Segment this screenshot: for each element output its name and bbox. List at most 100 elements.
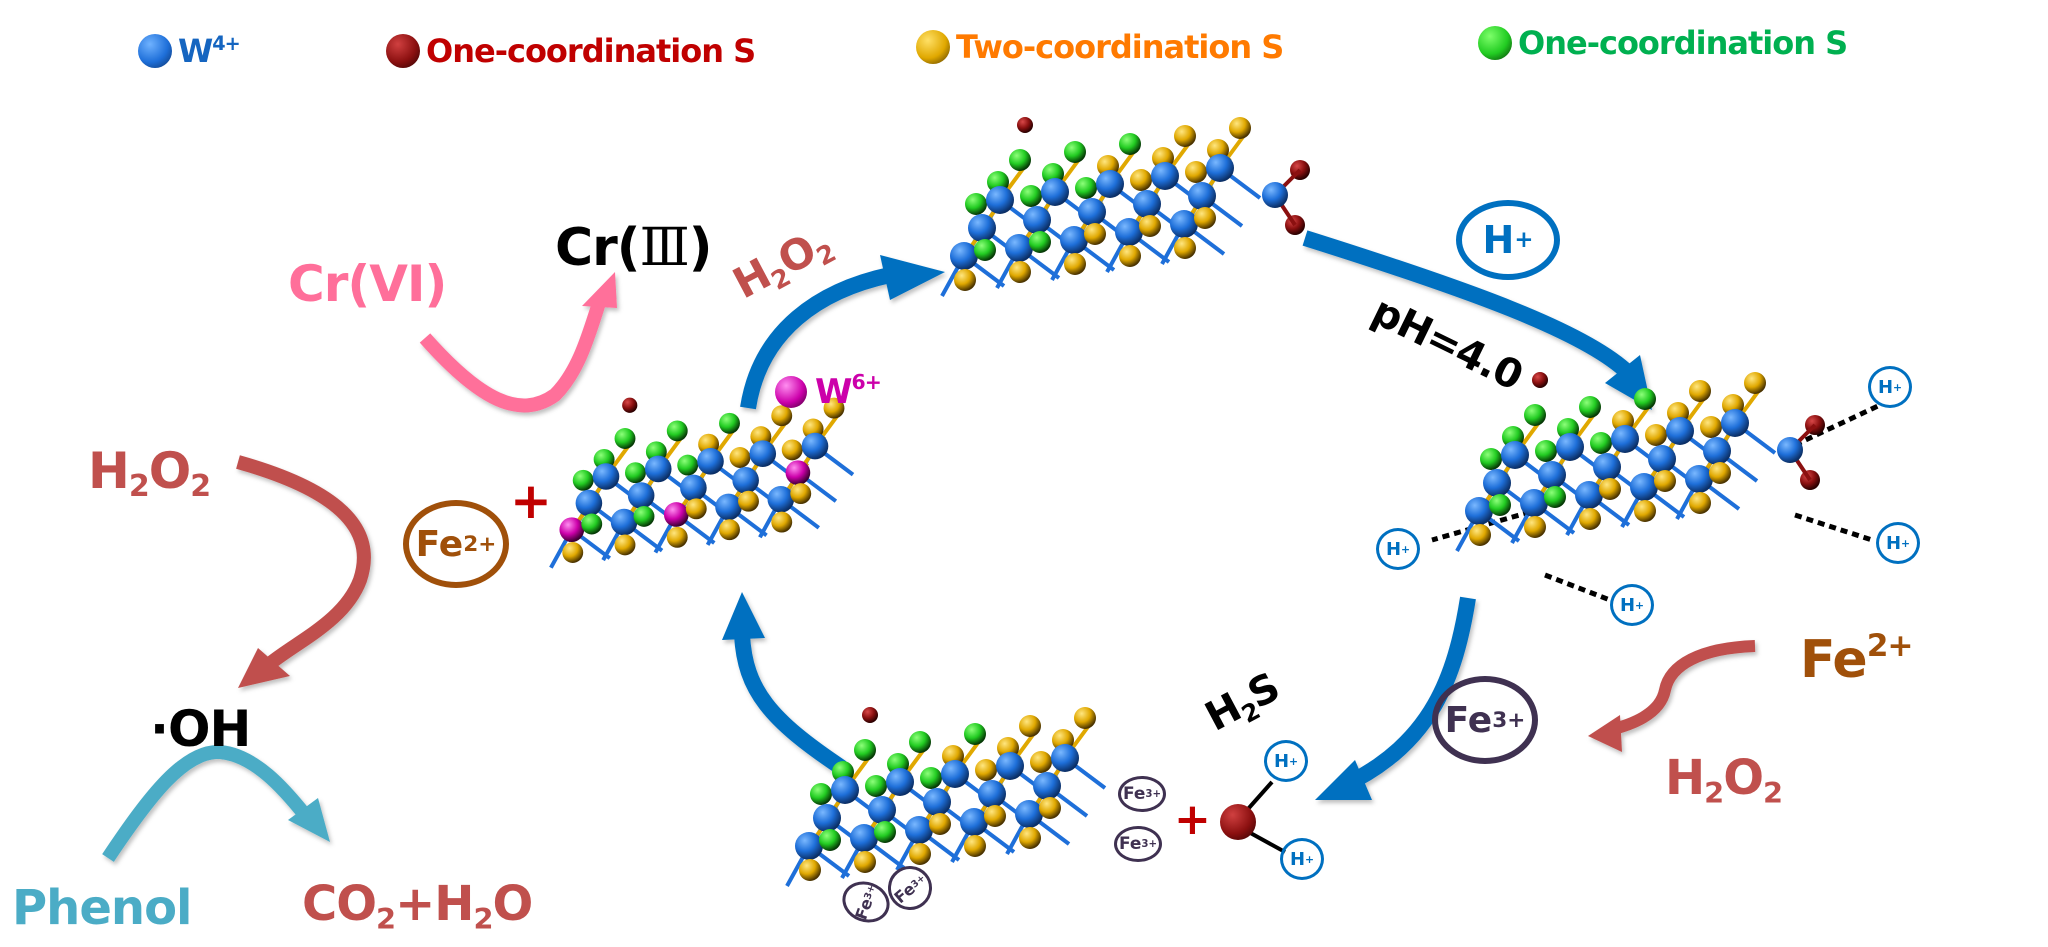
gold-sulfur-atom xyxy=(729,447,751,468)
gold-sphere-icon xyxy=(916,30,950,64)
bottom-sulfur-atom xyxy=(1579,508,1601,530)
one-coordination-sulfur-atom xyxy=(622,397,638,413)
w4-atom xyxy=(1005,234,1033,262)
w4-atom xyxy=(1078,198,1106,226)
gold-sulfur-atom xyxy=(1185,161,1207,183)
gold-sulfur-atom xyxy=(1689,380,1711,402)
cr3-label: Cr(Ⅲ) xyxy=(555,218,712,278)
w4-atom xyxy=(644,455,672,483)
dark-red-sphere-icon xyxy=(386,34,420,68)
w4-atom xyxy=(1151,162,1179,190)
h-plus-badge: H+ xyxy=(1876,522,1920,564)
h-plus-badge: H+ xyxy=(1376,528,1420,570)
gold-sulfur-atom xyxy=(781,439,803,461)
bottom-sulfur-atom xyxy=(1009,261,1031,283)
w4-atom xyxy=(732,467,759,494)
bottom-sulfur-atom xyxy=(909,843,931,865)
green-sulfur-atom xyxy=(965,193,987,215)
arrowhead xyxy=(1588,715,1622,752)
bottom-sulfur-atom xyxy=(964,835,986,857)
w6-atom xyxy=(663,502,689,527)
one-coordination-sulfur-atom xyxy=(1532,372,1548,388)
w4-atom xyxy=(1262,182,1288,208)
green-sulfur-atom xyxy=(572,469,594,491)
gold-sulfur-atom xyxy=(1030,751,1052,773)
green-sulfur-atom xyxy=(1009,149,1031,171)
green-sulfur-atom xyxy=(614,428,636,449)
w4-atom xyxy=(1721,409,1749,437)
legend-one-coord-s-red: One-coordination S xyxy=(386,32,756,70)
bottom-sulfur-atom xyxy=(954,269,976,291)
plus-sign-left: + xyxy=(510,472,552,530)
bottom-sulfur-atom xyxy=(819,829,841,851)
h2o2-right-label: H2O2 xyxy=(1665,750,1783,810)
bottom-sulfur-atom xyxy=(1709,462,1731,484)
green-sulfur-atom xyxy=(854,739,876,761)
w4-atom xyxy=(767,486,795,513)
gold-sulfur-atom xyxy=(1130,169,1152,191)
w4-atom xyxy=(1538,461,1566,489)
green-sulfur-atom xyxy=(1075,177,1097,199)
w4-atom xyxy=(1465,497,1493,525)
w4-atom xyxy=(575,489,603,517)
gold-sulfur-atom xyxy=(1174,125,1196,147)
bottom-sulfur-atom xyxy=(790,483,812,505)
green-sulfur-atom xyxy=(810,783,832,805)
w4-atom xyxy=(1188,182,1216,210)
green-sulfur-atom xyxy=(865,775,887,797)
w4-atom xyxy=(680,474,707,502)
w6-atom xyxy=(559,517,585,543)
green-sulfur-atom xyxy=(1579,396,1601,418)
gold-sulfur-atom xyxy=(1700,416,1722,438)
w4-atom xyxy=(1556,433,1584,461)
w4-atom xyxy=(1685,465,1713,493)
w4-atom xyxy=(1133,190,1161,218)
gold-sulfur-atom xyxy=(823,397,845,419)
bottom-sulfur-atom xyxy=(581,513,603,535)
bottom-sulfur-atom xyxy=(666,526,688,548)
bottom-sulfur-atom xyxy=(1634,500,1656,522)
w4-atom xyxy=(996,752,1024,780)
w4-atom xyxy=(697,448,724,475)
gold-sulfur-atom xyxy=(1645,424,1667,446)
bottom-sulfur-atom xyxy=(1194,207,1216,229)
w4-atom xyxy=(1015,800,1043,828)
legend-one-coord-s-green: One-coordination S xyxy=(1478,24,1848,62)
arrowhead xyxy=(238,648,290,688)
h-plus-badge: H+ xyxy=(1868,366,1912,408)
w4-atom xyxy=(978,780,1006,808)
w4-atom xyxy=(1666,417,1694,445)
w4-atom xyxy=(868,796,896,824)
green-sphere-icon xyxy=(1478,26,1512,60)
green-sulfur-atom xyxy=(909,731,931,753)
green-sulfur-atom xyxy=(677,454,699,476)
bottom-sulfur-atom xyxy=(738,490,759,512)
w4-atom xyxy=(1483,469,1511,497)
legend-label: One-coordination S xyxy=(426,32,756,70)
w4-atom xyxy=(1115,218,1143,246)
bottom-sulfur-atom xyxy=(1029,231,1051,253)
w4-atom xyxy=(968,214,996,242)
fe2-right-label: Fe2+ xyxy=(1800,628,1914,690)
w4-atom xyxy=(795,832,823,860)
bottom-sulfur-atom xyxy=(799,859,821,881)
bottom-sulfur-atom xyxy=(1469,524,1491,546)
bottom-sulfur-atom xyxy=(562,542,584,563)
w4-atom xyxy=(610,508,638,536)
legend-label: Two-coordination S xyxy=(956,28,1284,66)
bottom-sulfur-atom xyxy=(1119,245,1141,267)
phenol-oxidation-arrow xyxy=(102,745,330,862)
w4-atom xyxy=(950,242,978,270)
ws2-cluster-w6 xyxy=(549,397,855,569)
w4-atom xyxy=(1033,772,1061,800)
green-sulfur-atom xyxy=(1590,432,1612,454)
w4-atom xyxy=(1060,226,1088,254)
bottom-sulfur-atom xyxy=(1019,827,1041,849)
w4-atom xyxy=(1206,154,1234,182)
bottom-sulfur-atom xyxy=(854,851,876,873)
fe-oxidation-arrow xyxy=(1588,640,1756,752)
green-sulfur-atom xyxy=(1020,185,1042,207)
legend-label: W4+ xyxy=(178,32,241,70)
